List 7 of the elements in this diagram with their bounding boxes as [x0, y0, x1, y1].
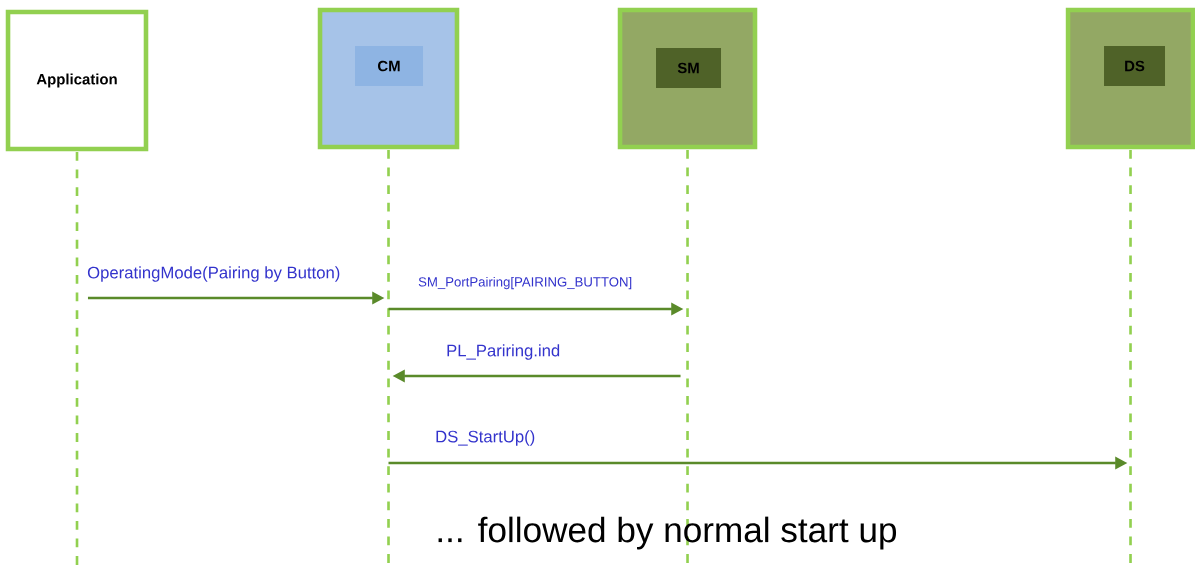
edge-label: SM_PortPairing[PAIRING_BUTTON]: [418, 276, 632, 290]
edge-label: PL_Pariring.ind: [447, 344, 560, 360]
label-box: CM: [355, 46, 423, 86]
edge-label: DS_StartUp(): [436, 430, 535, 446]
note-text: ... followed by normal start up: [438, 516, 897, 550]
label-box: DS: [1104, 46, 1165, 86]
label-box: SM: [656, 48, 721, 88]
